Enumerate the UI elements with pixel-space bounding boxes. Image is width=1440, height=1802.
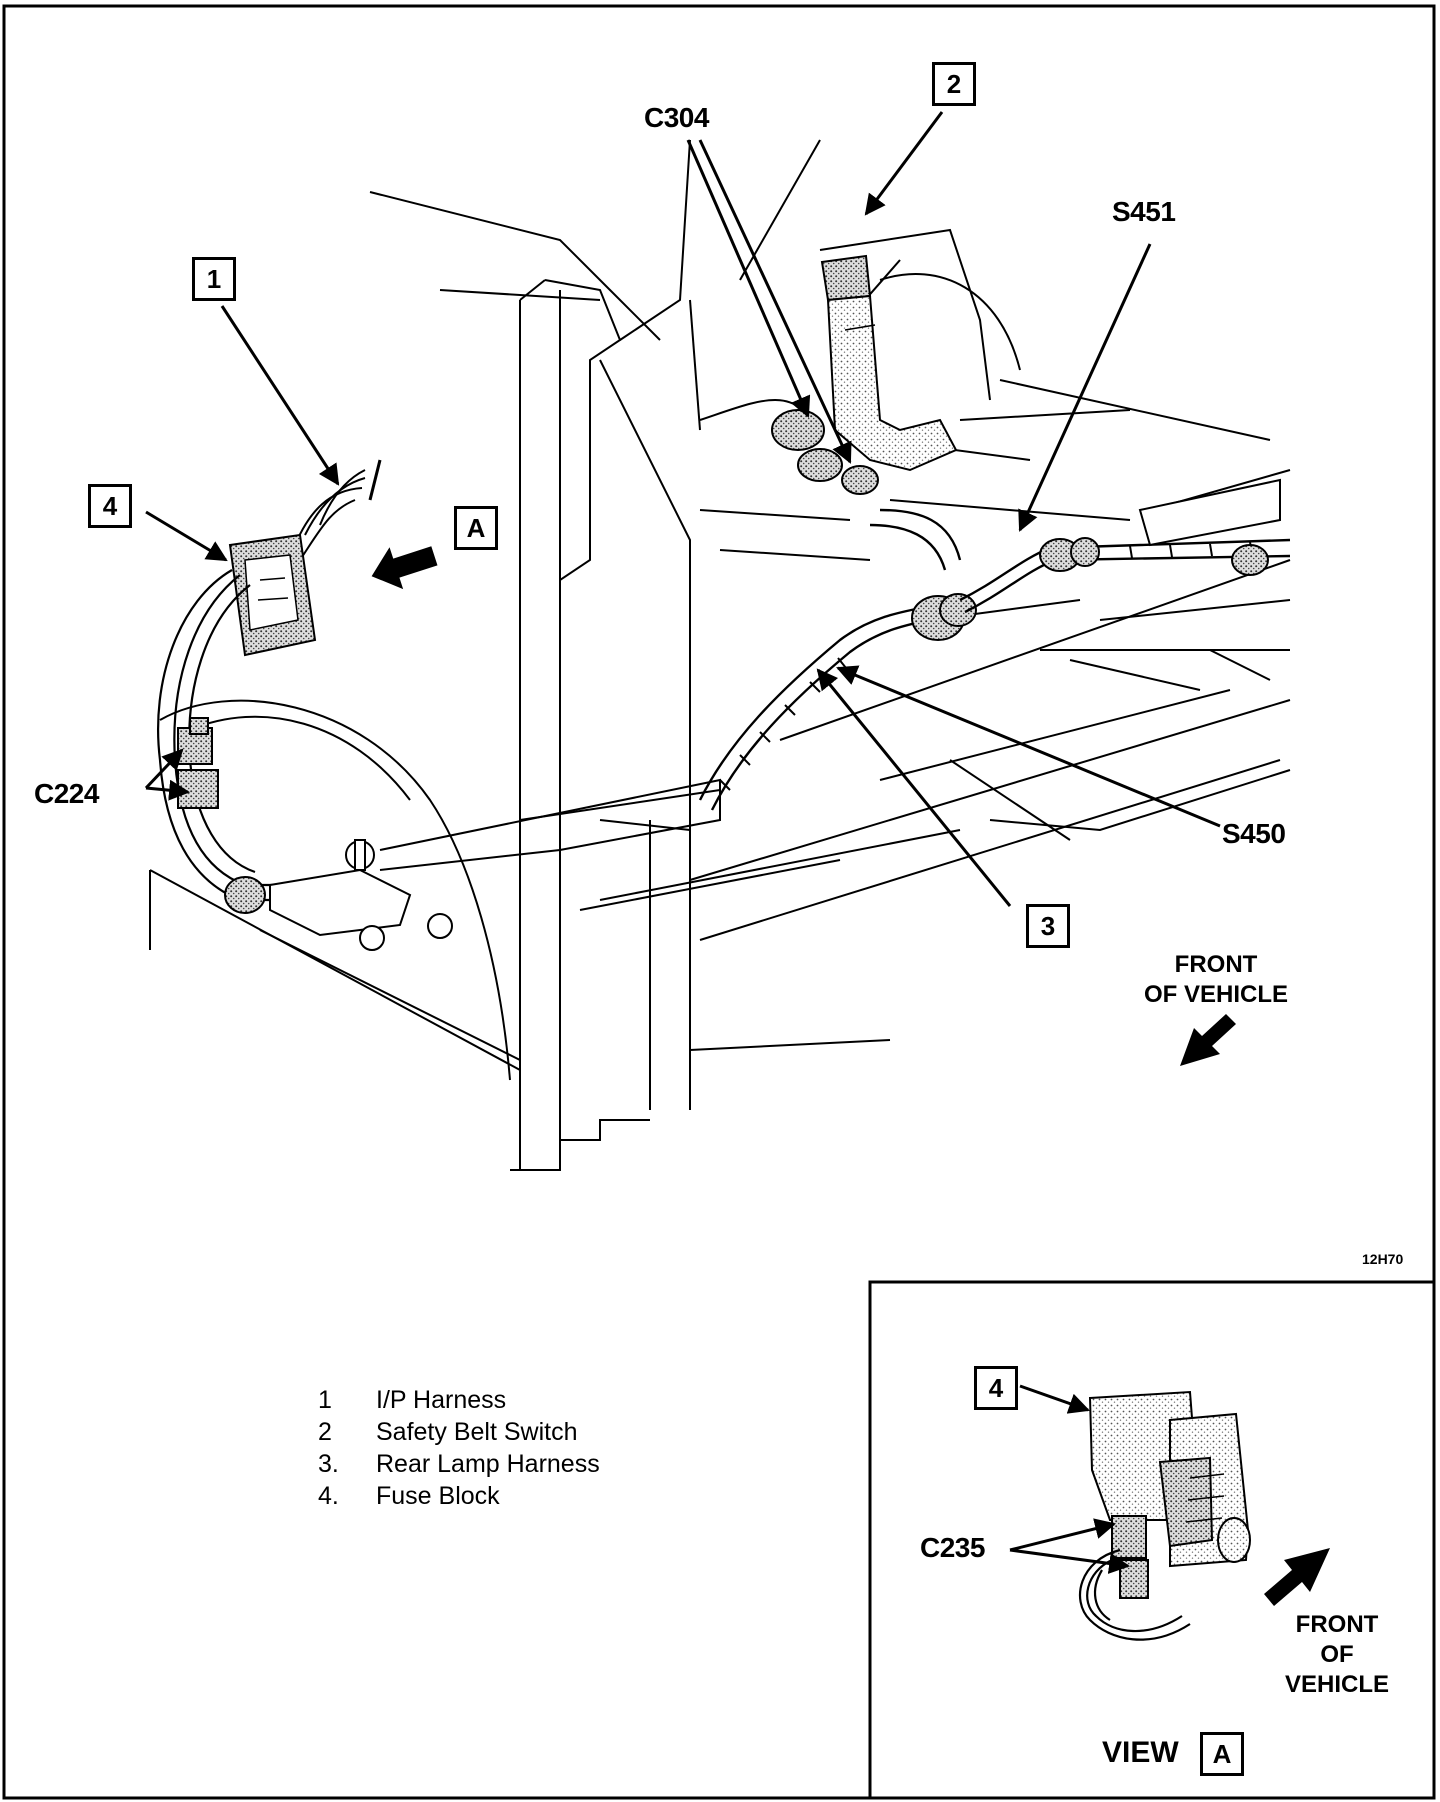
arrow-icon [1009,1548,1131,1574]
c224-connector-icon [177,717,219,809]
page-border [2,4,1436,1800]
arrow-icon [698,139,852,464]
legend-item: 1 I/P Harness [318,1384,600,1416]
c224-label: C224 [34,778,99,809]
inset-view-a-marker: A [1200,1732,1244,1776]
legend-number: 1 [318,1385,332,1414]
inset-front-line3: VEHICLE [1284,1671,1389,1698]
c304-label: C304 [644,102,709,133]
harness-icon [294,459,382,561]
c304-connector-icon [771,409,879,495]
view-a-inset-frame [868,1280,1436,1800]
arrow-icon [836,665,1221,828]
view-a-marker: A [454,506,498,550]
arrow-icon [686,139,811,418]
legend-text: Fuse Block [376,1481,500,1510]
callout-3: 3 [1026,904,1070,948]
legend-text: Rear Lamp Harness [376,1449,600,1478]
front-of-vehicle-label: FRONT OF VEHICLE [1126,950,1306,1010]
legend-item: 2 Safety Belt Switch [318,1416,600,1448]
fuse-block-icon [1088,1390,1251,1568]
callout-1: 1 [192,257,236,301]
arrow-icon [220,305,340,486]
callout-2: 2 [932,62,976,106]
arrow-icon [1018,243,1152,532]
front-label-line2: OF VEHICLE [1143,981,1288,1008]
callout-4: 4 [88,484,132,528]
legend-number: 3. [318,1449,339,1478]
front-arrow-icon [1264,1548,1330,1606]
arrow-icon [1019,1384,1090,1414]
legend-item: 4. Fuse Block [318,1480,600,1512]
legend-item: 3. Rear Lamp Harness [318,1448,600,1480]
c235-label: C235 [920,1532,985,1563]
figure-code: 12H70 [1362,1251,1404,1267]
arrow-icon [816,668,1012,907]
legend-number: 4. [318,1481,339,1510]
inset-front-of-vehicle-label: FRONT OF VEHICLE [1262,1610,1412,1700]
front-label-line1: FRONT [1174,951,1258,978]
arrow-icon [144,748,184,790]
s451-label: S451 [1112,196,1176,227]
inset-front-line2: OF [1320,1641,1354,1668]
fuse-block-icon [228,533,317,657]
inset-callout-4: 4 [974,1366,1018,1410]
arrow-icon [864,111,944,216]
inset-front-line1: FRONT [1295,1611,1379,1638]
seat-icon [820,254,958,472]
view-a-arrow-icon [371,546,438,590]
arrow-icon [1009,1518,1117,1552]
legend-text: I/P Harness [376,1385,507,1414]
view-label: VIEW [1102,1736,1179,1769]
legend: 1 I/P Harness 2 Safety Belt Switch 3. Re… [318,1384,600,1512]
front-arrow-icon [1180,1014,1236,1066]
arrow-icon [145,510,228,562]
legend-number: 2 [318,1417,332,1446]
s450-label: S450 [1222,818,1286,849]
legend-text: Safety Belt Switch [376,1417,578,1446]
arrow-icon [145,779,191,801]
